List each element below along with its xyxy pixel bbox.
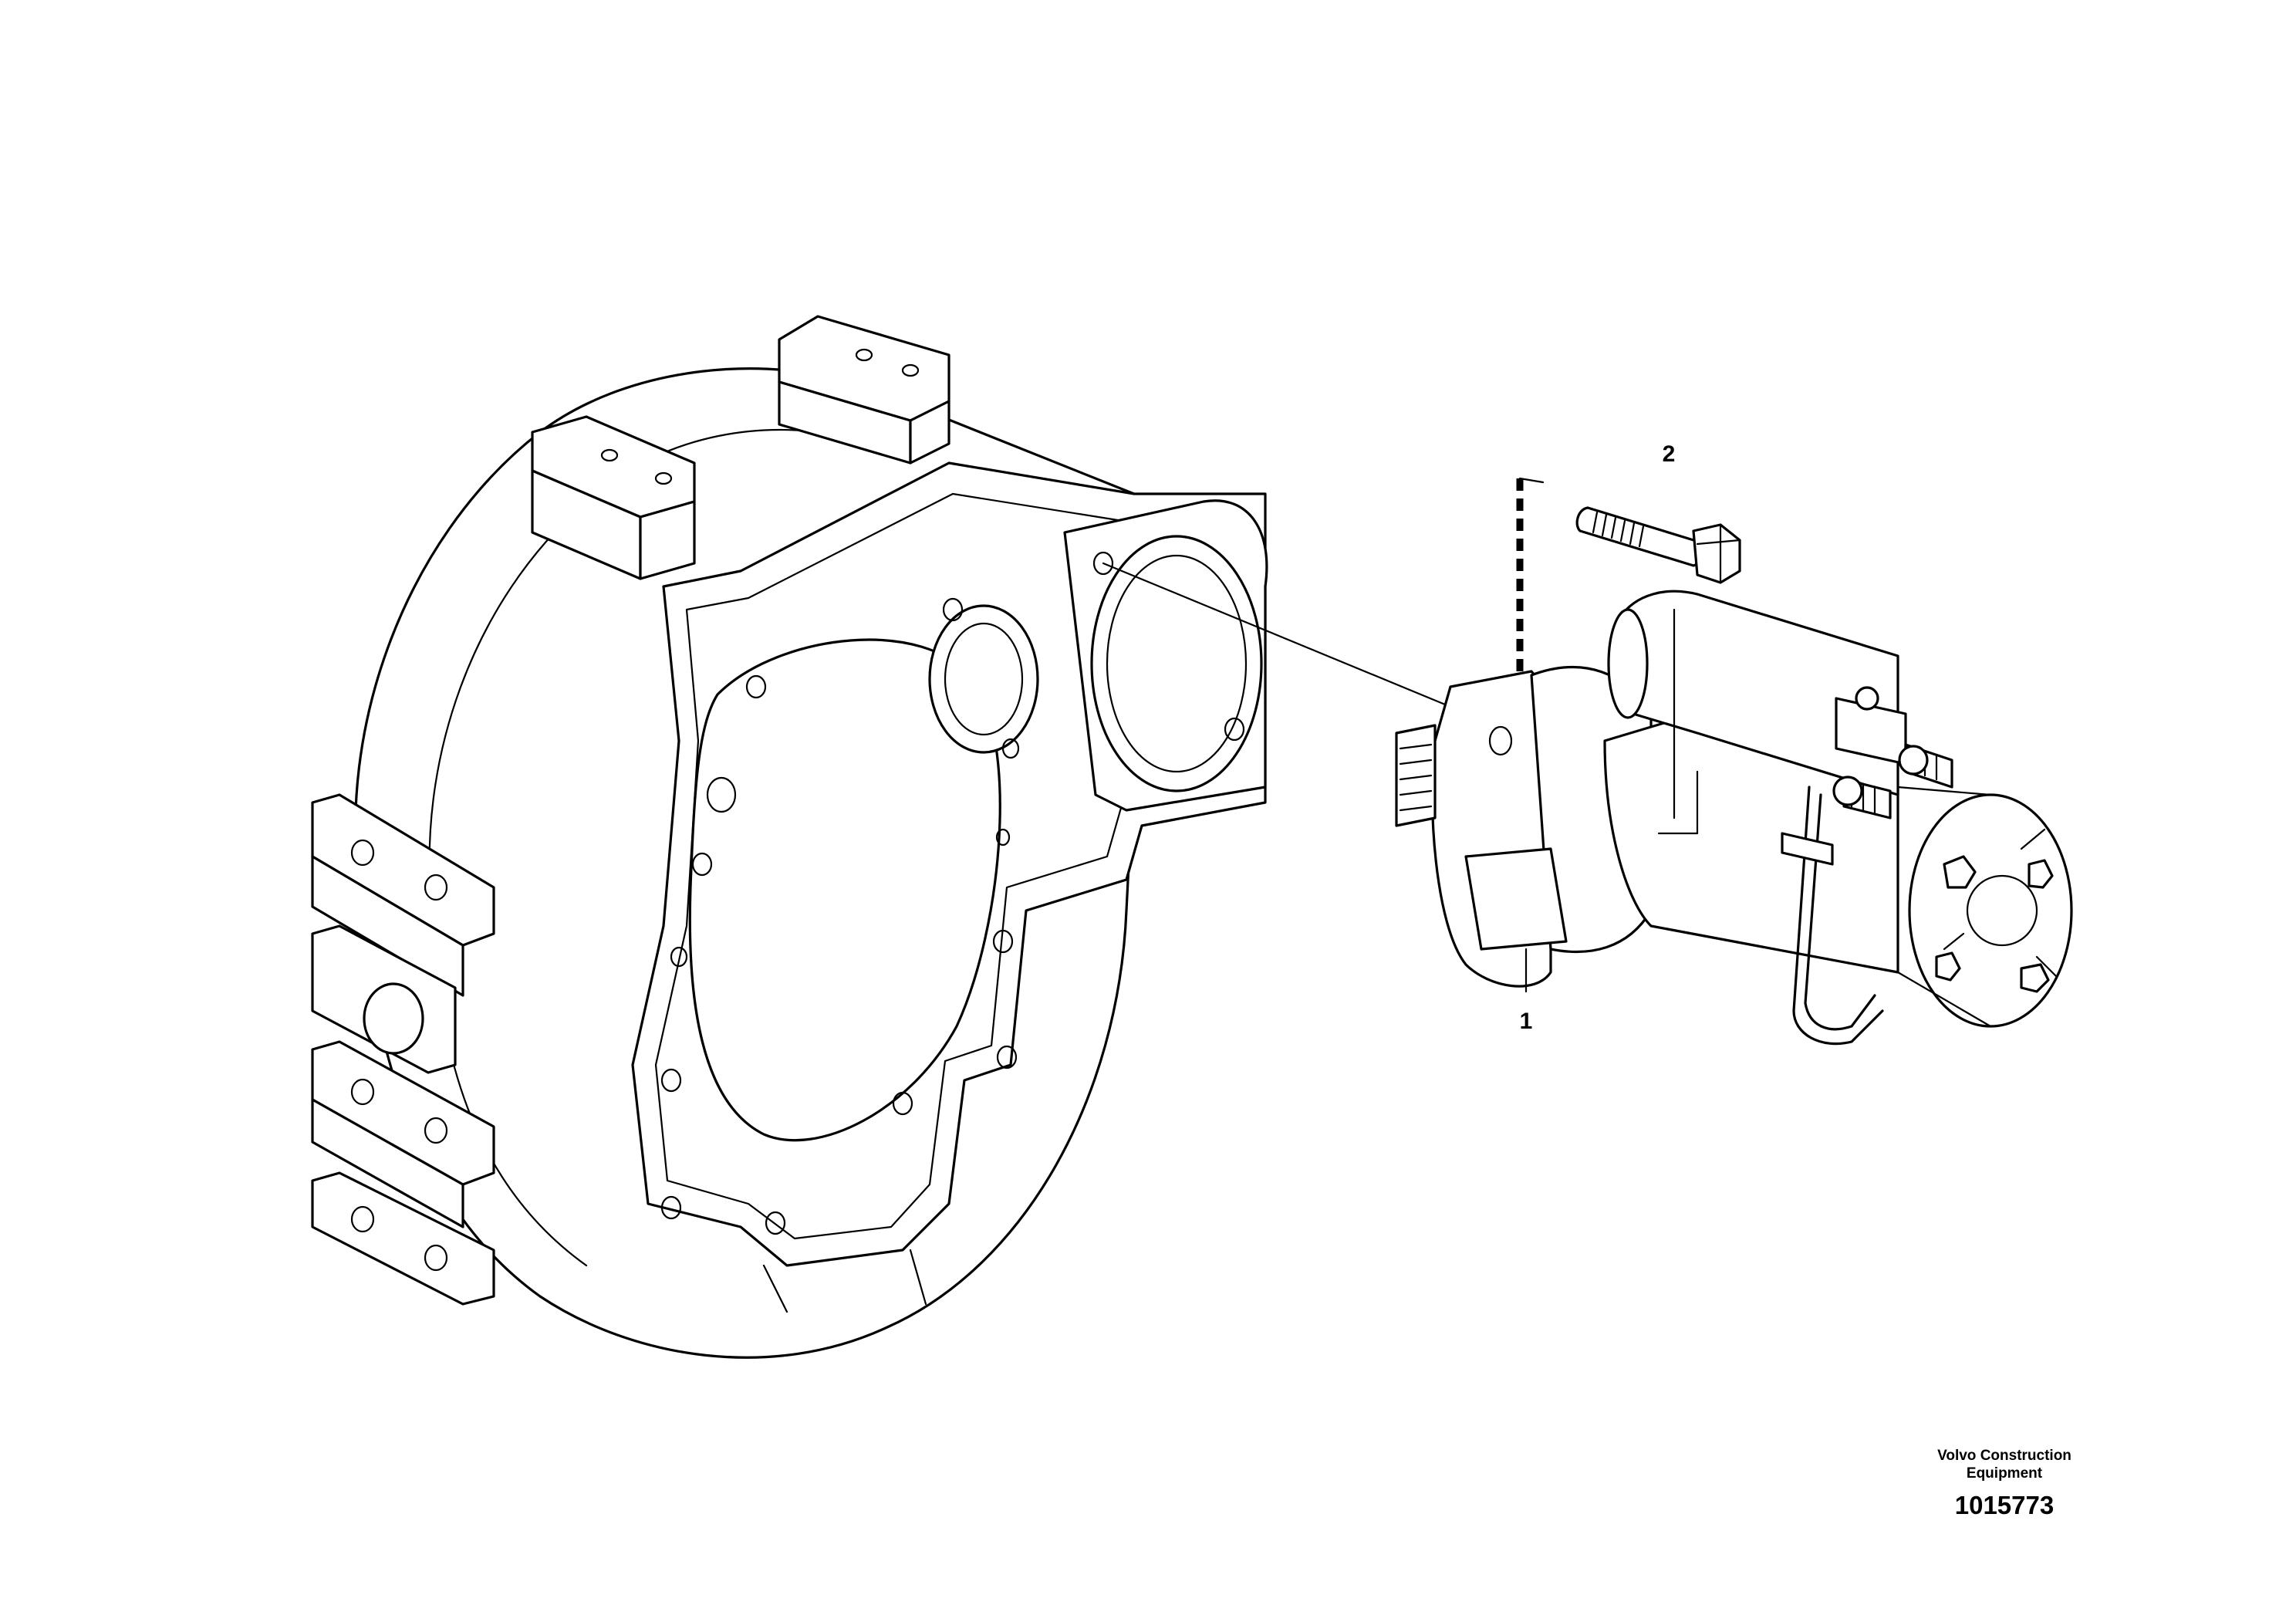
bolt <box>1575 506 1741 584</box>
starter-motor <box>1395 590 2073 1046</box>
alignment-line <box>1102 562 1460 711</box>
flywheel-housing <box>311 315 1268 1359</box>
brand-line-1: Volvo Construction <box>1937 1448 2071 1464</box>
callout-2: 2 <box>1663 441 1676 467</box>
brand-line-2: Equipment <box>1967 1465 2043 1482</box>
drawing-number: 1015773 <box>1955 1491 2054 1519</box>
callout-1: 1 <box>1520 1009 1533 1034</box>
